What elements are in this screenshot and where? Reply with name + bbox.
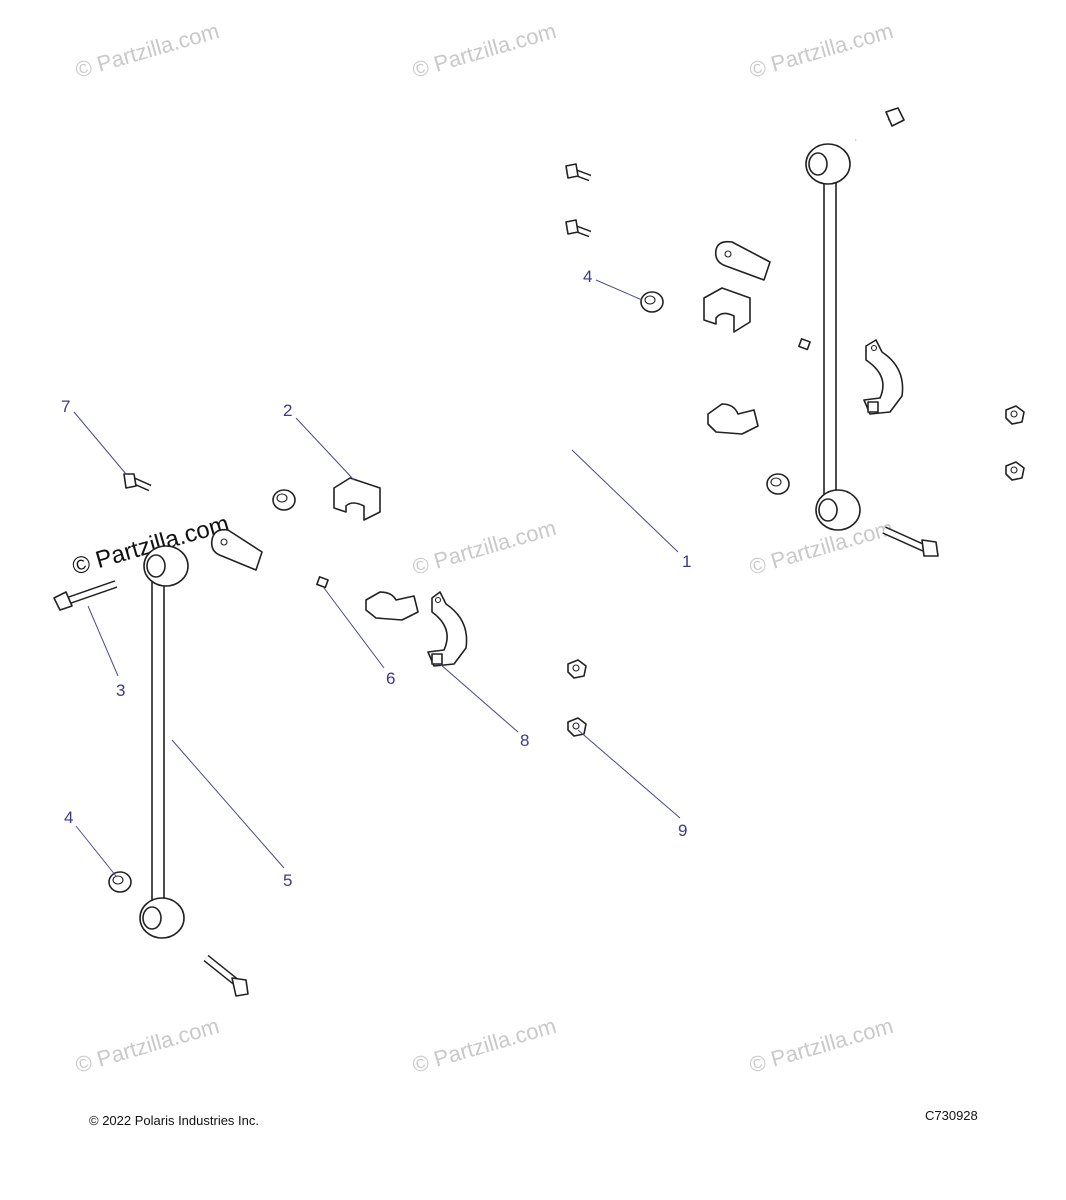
watermark: © Partzilla.com (72, 18, 221, 83)
leader-4-upper (595, 279, 643, 301)
bushing-left-top (333, 477, 381, 521)
callout-1: 1 (682, 552, 691, 571)
leader-5 (171, 739, 285, 869)
nut-lower (108, 871, 132, 893)
bolt-top-1 (565, 163, 592, 182)
flange-nut-2 (567, 717, 587, 737)
watermark: © Partzilla.com (746, 18, 895, 83)
bolt-lower-left (203, 954, 249, 997)
flange-nut-4 (1005, 461, 1025, 481)
nut-mid-left (272, 489, 296, 511)
stabilizer-bar (210, 240, 813, 585)
bar-end-plate-left (210, 528, 263, 571)
watermark: © Partzilla.com (746, 1013, 895, 1078)
bushing-right-bottom (707, 403, 759, 435)
callout-9: 9 (678, 821, 687, 840)
watermark: © Partzilla.com (72, 1013, 221, 1078)
flange-nut-3 (1005, 405, 1025, 425)
callout-4-upper: 4 (583, 267, 592, 286)
leader-8 (439, 663, 519, 733)
callout-4-lower: 4 (64, 808, 73, 827)
callout-7: 7 (61, 397, 70, 416)
bar-end-plate-right (714, 240, 771, 281)
grease-fitting-left (316, 576, 329, 589)
leader-7 (73, 411, 127, 475)
leader-9 (577, 729, 681, 819)
flange-nut-1 (567, 659, 587, 679)
leader-lines (73, 279, 681, 877)
watermark: © Partzilla.com (746, 515, 895, 580)
callout-labels: 1 2 3 4 4 5 6 7 8 9 (61, 267, 691, 890)
bracket-bolt (123, 473, 152, 492)
link-rod-right (805, 143, 861, 531)
callout-6: 6 (386, 669, 395, 688)
link-rod-left (139, 545, 189, 939)
watermark-layer: © Partzilla.com © Partzilla.com © Partzi… (69, 18, 896, 1078)
leader-3 (87, 605, 119, 677)
nut-mid-right (766, 473, 790, 495)
bushing-left-bottom (365, 591, 419, 621)
watermark: © Partzilla.com (409, 515, 558, 580)
copyright-notice: © 2022 Polaris Industries Inc. (89, 1113, 259, 1128)
leader-6 (323, 587, 385, 669)
grease-fitting-right (798, 338, 811, 351)
leader-1 (571, 449, 679, 553)
callout-2: 2 (283, 401, 292, 420)
bolt-lower-right (882, 526, 939, 557)
callout-3: 3 (116, 681, 125, 700)
drawing-code: C730928 (925, 1108, 978, 1123)
nut-upper (640, 291, 664, 313)
bushing-right-top (703, 287, 751, 333)
bracket-clamp-left (427, 591, 468, 667)
callout-5: 5 (283, 871, 292, 890)
watermark: © Partzilla.com (409, 18, 558, 83)
link-bolt (53, 580, 118, 611)
bolt-upper-right (854, 107, 905, 143)
bracket-clamp-right (863, 339, 904, 415)
leader-2 (295, 417, 355, 481)
leader-4-lower (75, 825, 117, 877)
callout-8: 8 (520, 731, 529, 750)
bolt-top-2 (565, 219, 592, 238)
watermark: © Partzilla.com (409, 1013, 558, 1078)
